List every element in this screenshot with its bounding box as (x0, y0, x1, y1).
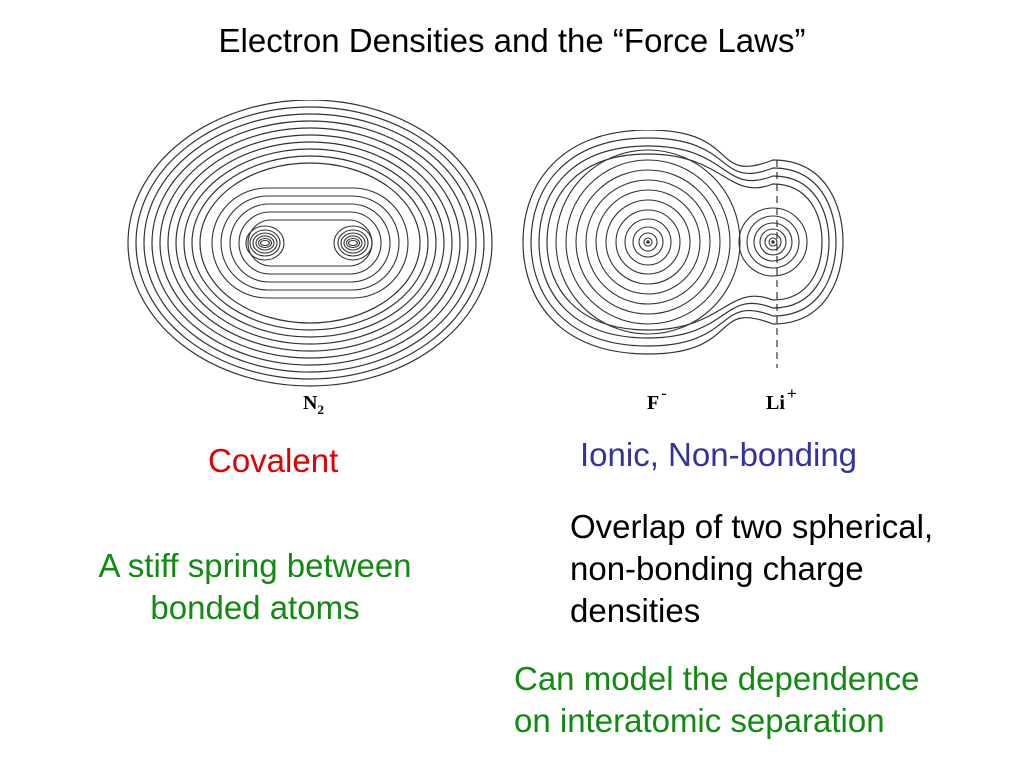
fluoride-contour (555, 149, 741, 335)
n2-outer-contour (151, 120, 469, 366)
lithium-contour (738, 207, 808, 277)
n2-nucleus-contour (337, 229, 369, 257)
n2-nucleus-contour (245, 225, 285, 261)
ionic-model-note-line: on interatomic separation (514, 702, 885, 739)
ionic-description-line: densities (570, 592, 701, 629)
n2-label: N2 (303, 392, 324, 417)
n2-outer-contour (159, 127, 461, 359)
n2-nucleus-contour (343, 235, 363, 251)
n2-nucleus-contour (340, 232, 366, 254)
n2-outer-contour (143, 113, 477, 373)
lif-outer-contour (546, 153, 823, 331)
ionic-description: Overlap of two spherical, non-bonding ch… (570, 506, 933, 632)
n2-nucleus-contour (345, 237, 361, 249)
n2-nucleus-contour (255, 235, 275, 251)
fluoride-contour (615, 209, 681, 275)
lif-outer-contour (530, 137, 837, 347)
lif-contour-diagram (522, 130, 844, 368)
n2-outer-contour (135, 106, 485, 380)
lithium-contour (768, 237, 778, 247)
n2-stadium-contour (247, 219, 373, 267)
n2-stadium-contour (238, 211, 382, 275)
n2-stadium-contour (220, 195, 400, 291)
ionic-model-note-line: Can model the dependence (514, 660, 920, 697)
ionic-model-note: Can model the dependence on interatomic … (514, 658, 919, 742)
fluoride-contour (624, 218, 672, 266)
n2-outer-contour (175, 141, 445, 345)
covalent-heading: Covalent (208, 442, 339, 479)
fluoride-contour (585, 179, 711, 305)
fluoride-contour (565, 159, 731, 325)
lithium-contour (759, 228, 787, 256)
lithium-label: Li+ (766, 384, 797, 414)
n2-contour-diagram (127, 100, 493, 387)
n2-nucleus-contour (257, 237, 273, 249)
ionic-heading: Ionic, Non-bonding (580, 436, 858, 473)
ionic-description-line: non-bonding charge (570, 550, 864, 587)
n2-nucleus-contour (333, 225, 373, 261)
fluoride-nucleus (646, 240, 650, 244)
lithium-contour (753, 222, 793, 262)
fluoride-contour (605, 199, 691, 285)
lif-outer-contour (522, 130, 844, 355)
lithium-nucleus (771, 240, 775, 244)
lithium-contour (746, 215, 800, 269)
n2-nucleus-contour (249, 229, 281, 257)
n2-nucleus-contour (252, 232, 278, 254)
ionic-description-line: Overlap of two spherical, (570, 508, 934, 545)
n2-nucleus-contour (259, 239, 271, 247)
fluoride-contour (575, 169, 721, 315)
n2-outer-contour (183, 148, 437, 338)
fluoride-contour (643, 237, 653, 247)
covalent-description-line: A stiff spring between (98, 547, 412, 584)
n2-stadium-contour (211, 187, 409, 299)
fluoride-label: F- (647, 384, 667, 414)
fluoride-contour (632, 226, 664, 258)
lithium-contour (764, 233, 782, 251)
n2-outer-contour (127, 100, 493, 387)
fluoride-contour (595, 189, 701, 295)
n2-nucleus-contour (347, 239, 359, 247)
n2-outer-contour (167, 134, 453, 352)
fluoride-contour (638, 232, 658, 252)
n2-stadium-contour (229, 203, 391, 283)
slide-title: Electron Densities and the “Force Laws” (218, 22, 806, 59)
covalent-description: A stiff spring between bonded atoms (40, 545, 470, 629)
n2-outer-contour (191, 155, 429, 331)
lif-outer-contour (538, 145, 830, 339)
covalent-description-line: bonded atoms (150, 589, 360, 626)
n2-outer-contour (199, 162, 421, 324)
